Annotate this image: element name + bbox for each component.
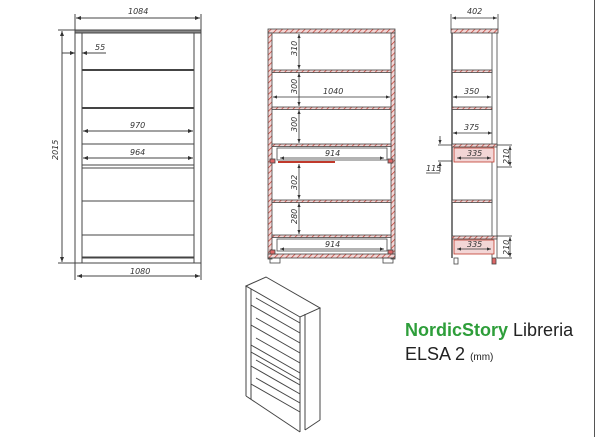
dim-side-offset: 55 <box>95 43 105 52</box>
dim-section-inner-width: 1040 <box>323 87 343 96</box>
border-line <box>594 0 595 437</box>
dim-spacing-2: 300 <box>290 79 299 94</box>
dim-drawer-lower: 914 <box>325 240 340 249</box>
unit-label: (mm) <box>470 352 494 363</box>
dim-shelf-depth: 350 <box>464 87 479 96</box>
dim-width-bottom: 1080 <box>130 267 150 276</box>
dim-spacing-5: 280 <box>290 209 299 224</box>
isometric-view <box>244 276 322 433</box>
dim-drawer-width: 964 <box>130 148 145 157</box>
dim-depth: 402 <box>467 7 482 16</box>
dim-height: 2015 <box>51 140 60 160</box>
product-name: Libreria <box>513 320 574 340</box>
dim-drawer-depth: 375 <box>464 123 479 132</box>
dim-spacing-1: 310 <box>290 41 299 56</box>
dim-inner-width: 970 <box>130 121 145 130</box>
brand-name: NordicStory <box>405 320 509 340</box>
dim-drawer-inner-lower: 335 <box>467 240 482 249</box>
product-title: NordicStory Libreria ELSA 2 (mm) <box>405 318 573 370</box>
section-view <box>267 28 396 264</box>
dim-width-top: 1084 <box>128 7 148 16</box>
dim-drawer-upper: 914 <box>325 149 340 158</box>
dim-drawer-offset: 115 <box>426 164 441 173</box>
dim-drawer-height-upper: 210 <box>502 149 511 164</box>
model-name: ELSA 2 <box>405 344 466 364</box>
side-view <box>426 14 512 265</box>
title-line-1: NordicStory Libreria <box>405 318 573 342</box>
dim-spacing-4: 302 <box>290 175 299 190</box>
dim-drawer-height-lower: 210 <box>502 240 511 255</box>
front-view <box>58 14 202 280</box>
dim-spacing-3: 300 <box>290 117 299 132</box>
dim-drawer-inner-upper: 335 <box>467 149 482 158</box>
title-line-2: ELSA 2 (mm) <box>405 342 573 370</box>
